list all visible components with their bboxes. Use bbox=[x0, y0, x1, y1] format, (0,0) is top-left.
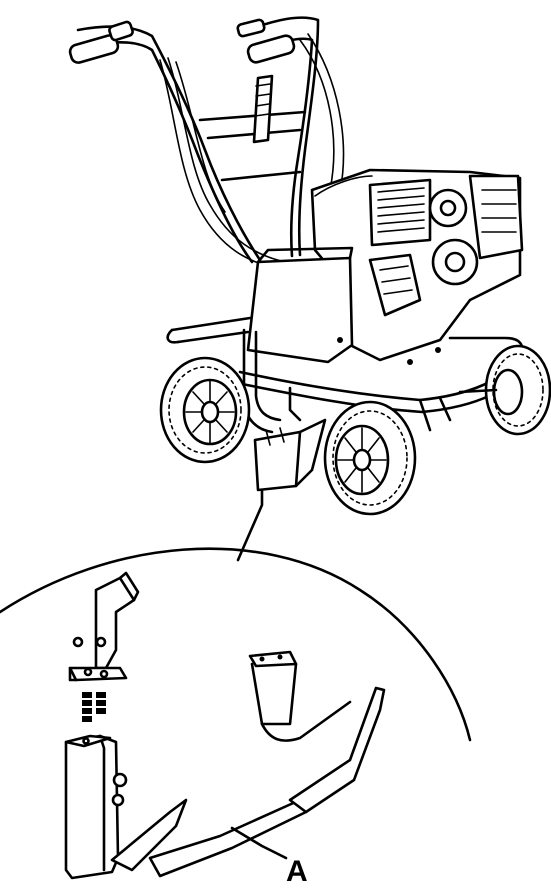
part-a-label: A bbox=[286, 855, 308, 888]
detail-leader bbox=[236, 488, 264, 562]
bolts-springs bbox=[82, 692, 106, 722]
handlebar bbox=[68, 16, 345, 269]
lawn-aerator-machine bbox=[68, 16, 551, 516]
engine bbox=[310, 168, 524, 362]
upper-bracket bbox=[68, 571, 140, 682]
housing bbox=[246, 246, 441, 365]
part-a-callout: A bbox=[230, 826, 308, 888]
wheel-rear-right bbox=[458, 344, 551, 436]
wheel-front-right bbox=[323, 400, 417, 516]
wheel-rear-left bbox=[159, 356, 251, 464]
depth-stop-bracket bbox=[253, 418, 327, 492]
part-a-depth-stop bbox=[64, 650, 386, 880]
detail-view: A bbox=[0, 547, 472, 888]
